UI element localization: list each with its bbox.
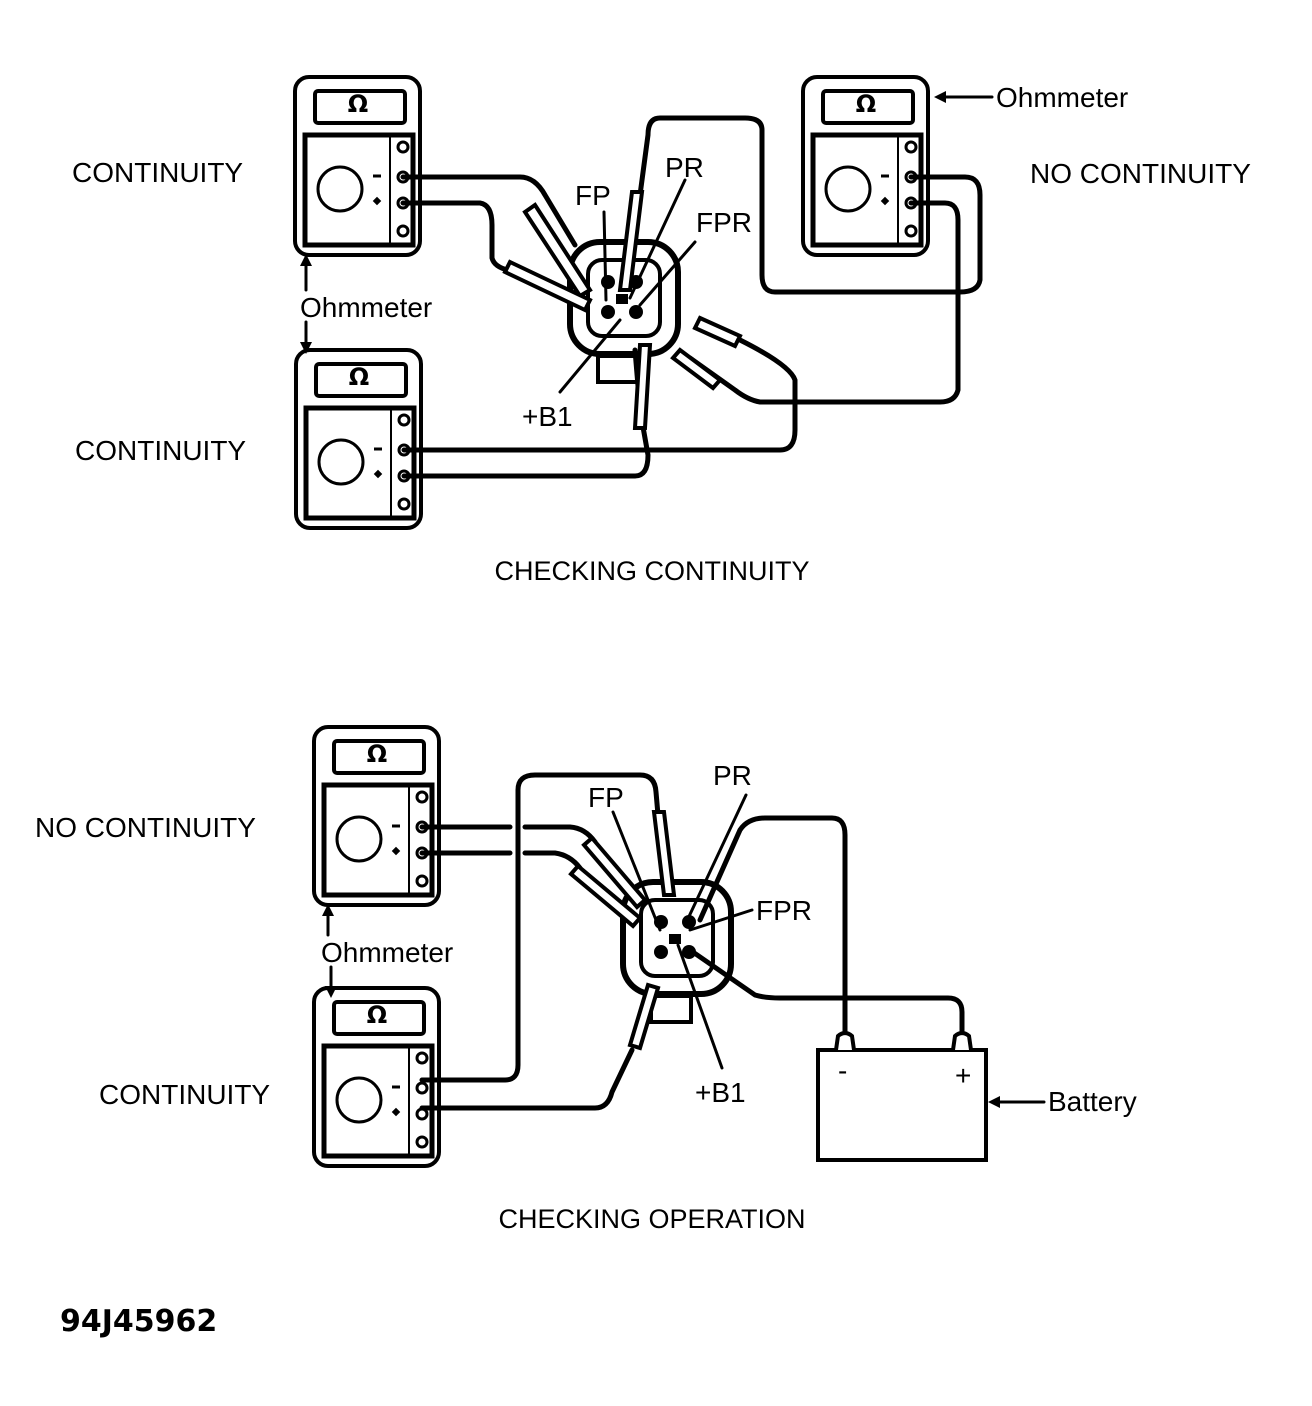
figure-code: 94J45962 [60, 1304, 217, 1339]
probe [581, 835, 648, 910]
wire [637, 115, 983, 295]
wire [419, 850, 583, 871]
terminal-label-pr: PR [665, 152, 704, 183]
wire [687, 947, 965, 1043]
meter-status-label: NO CONTINUITY [35, 812, 256, 843]
meter-status-label: CONTINUITY [75, 435, 246, 466]
wire [419, 824, 598, 845]
terminal-label-fpr: FPR [756, 895, 812, 926]
wire [419, 1047, 635, 1111]
panel-caption: CHECKING CONTINUITY [494, 556, 809, 586]
wire [419, 772, 661, 1083]
panel-caption: CHECKING OPERATION [498, 1204, 805, 1234]
meter-status-label: CONTINUITY [72, 157, 243, 188]
leader-line [638, 240, 697, 307]
leader-line [683, 793, 748, 927]
wire [687, 200, 961, 405]
wire [401, 319, 798, 453]
panel-checking-operation: Ω Ω FP PR FPR +B1 - + Battery [35, 727, 1137, 1234]
ohmmeter-callout: Ohmmeter [996, 82, 1128, 113]
meter-status-label: NO CONTINUITY [1030, 158, 1251, 189]
probe [632, 343, 653, 430]
terminal-label-b1: +B1 [522, 401, 573, 432]
ohm-symbol-icon: Ω [367, 740, 387, 768]
battery: - + [816, 1031, 988, 1162]
battery-negative-label: - [838, 1055, 847, 1086]
terminal-label-fpr: FPR [696, 207, 752, 238]
probe [617, 190, 645, 292]
arrow-head-icon [300, 342, 312, 354]
ohm-symbol-icon: Ω [367, 1001, 387, 1029]
ohm-symbol-icon: Ω [856, 90, 876, 118]
arrow-head-icon [300, 254, 312, 266]
arrow-head-icon [988, 1096, 1000, 1108]
leader-line [602, 210, 608, 302]
probe [692, 315, 743, 349]
ohmmeter-callout: Ohmmeter [300, 292, 432, 323]
probe [502, 259, 593, 313]
terminal-label-fp: FP [588, 782, 624, 813]
leader-line [688, 908, 754, 932]
battery-positive-label: + [955, 1060, 971, 1091]
wire [401, 347, 651, 479]
arrow-head-icon [322, 904, 334, 916]
terminal-label-b1: +B1 [695, 1077, 746, 1108]
ohm-symbol-icon: Ω [348, 90, 368, 118]
ohm-symbol-icon: Ω [349, 363, 369, 391]
probe [651, 810, 677, 897]
ohmmeter-callout: Ohmmeter [321, 937, 453, 968]
arrow-head-icon [934, 91, 946, 103]
leader-line [558, 318, 622, 394]
wire [697, 815, 848, 1043]
terminal-label-fp: FP [575, 180, 611, 211]
leader-line [676, 943, 724, 1070]
wire [400, 174, 578, 248]
terminal-label-pr: PR [713, 760, 752, 791]
meter-status-label: CONTINUITY [99, 1079, 270, 1110]
battery-callout: Battery [1048, 1086, 1137, 1117]
probe [568, 863, 643, 929]
arrow-head-icon [325, 986, 337, 998]
probe [627, 982, 661, 1051]
leader-line [611, 810, 662, 932]
leader-line [628, 178, 687, 300]
panel-checking-continuity: Ω Ω Ω FP PR FPR +B1 CONTINUITY CONTINUIT… [72, 77, 1251, 586]
probe [670, 347, 723, 391]
